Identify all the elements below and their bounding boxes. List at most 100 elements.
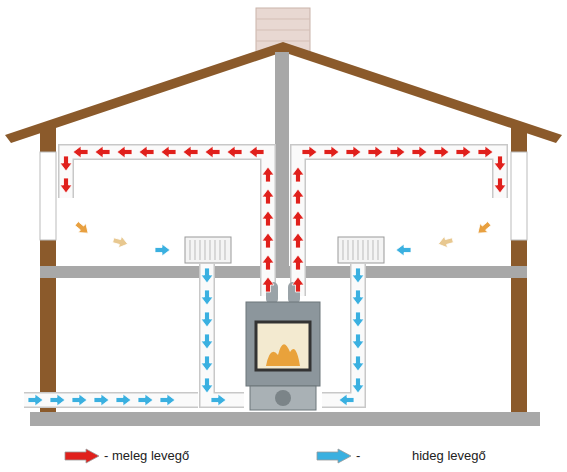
window: [511, 152, 527, 240]
flow-arrow: [352, 378, 364, 393]
air-flow-arrows: [28, 146, 506, 406]
flow-arrow: [262, 277, 274, 292]
flow-arrow: [160, 394, 175, 406]
fan-unit: [250, 386, 316, 410]
legend-arrow: [65, 449, 99, 463]
legend-label: hideg levegő: [412, 448, 486, 464]
grille-line: [215, 240, 216, 260]
flow-arrow: [262, 233, 274, 248]
flow-arrow: [205, 146, 220, 158]
duct-wall: [66, 152, 268, 296]
vent-grille: [338, 237, 384, 263]
flow-arrow: [478, 146, 493, 158]
flow-arrow: [494, 178, 506, 193]
flow-arrow: [227, 146, 242, 158]
flame: [266, 344, 300, 366]
flow-arrow: [201, 334, 213, 349]
flow-arrow: [112, 234, 130, 249]
flow-arrow: [352, 334, 364, 349]
flow-arrow: [437, 234, 455, 249]
flow-arrow: [28, 394, 43, 406]
flow-arrow: [60, 178, 72, 193]
flow-arrow: [352, 312, 364, 327]
legend-text: -: [356, 448, 360, 464]
flow-arrow: [352, 356, 364, 371]
duct-inside: [298, 152, 500, 296]
grille-lines: [190, 240, 378, 260]
grille-line: [205, 240, 206, 260]
grille-line: [368, 240, 369, 260]
flow-arrow: [262, 255, 274, 270]
duct-inside: [66, 152, 268, 296]
air-ducts: [24, 152, 500, 400]
flow-arrow: [346, 146, 361, 158]
flow-arrow: [292, 167, 304, 182]
flow-arrow: [262, 189, 274, 204]
flow-arrow: [474, 219, 493, 238]
flow-arrow: [434, 146, 449, 158]
brick-lines: [256, 19, 310, 41]
flow-arrow: [352, 268, 364, 283]
flow-arrow: [201, 268, 213, 283]
grille-line: [353, 240, 354, 260]
flow-arrow: [292, 277, 304, 292]
flow-arrow: [72, 394, 87, 406]
flow-arrow: [94, 394, 109, 406]
flow-arrow: [249, 146, 264, 158]
legend-swatch: [316, 448, 352, 464]
legend-text: - meleg levegő: [104, 448, 189, 464]
legend-swatch: [64, 448, 100, 464]
flow-arrow: [324, 146, 339, 158]
flow-arrow: [339, 394, 354, 406]
flow-arrow: [211, 394, 226, 406]
grille-line: [373, 240, 374, 260]
flow-arrow: [183, 146, 198, 158]
flow-arrow: [292, 211, 304, 226]
flow-arrow: [390, 146, 405, 158]
grille-line: [190, 240, 191, 260]
flow-arrow: [201, 378, 213, 393]
grille-line: [348, 240, 349, 260]
grille-line: [210, 240, 211, 260]
flow-arrow: [396, 244, 411, 256]
duct-inside: [207, 264, 244, 400]
flow-arrow: [117, 146, 132, 158]
flow-arrow: [352, 290, 364, 305]
flow-arrow: [201, 312, 213, 327]
flow-arrow: [161, 146, 176, 158]
flow-arrow: [50, 394, 65, 406]
flow-arrow: [302, 146, 317, 158]
flow-arrow: [155, 244, 170, 256]
fireplace: [246, 302, 320, 386]
grille-line: [200, 240, 201, 260]
fan: [275, 390, 291, 406]
window: [40, 152, 56, 240]
flow-arrow: [73, 146, 88, 158]
duct-wall: [322, 264, 358, 400]
grille-line: [363, 240, 364, 260]
legend-arrow: [317, 449, 351, 463]
flow-arrow: [60, 156, 72, 171]
grille-line: [220, 240, 221, 260]
flow-arrow: [116, 394, 131, 406]
flow-arrow: [412, 146, 427, 158]
fireplace-window: [256, 322, 310, 370]
flow-arrow: [73, 219, 92, 238]
flow-arrow: [262, 167, 274, 182]
duct-wall: [24, 392, 198, 408]
flow-arrow: [456, 146, 471, 158]
flow-arrow: [139, 146, 154, 158]
flow-arrow: [262, 211, 274, 226]
flow-arrow: [292, 233, 304, 248]
flow-arrow: [494, 156, 506, 171]
grille-line: [358, 240, 359, 260]
flow-arrow: [201, 290, 213, 305]
partition-wall: [275, 52, 289, 270]
flow-arrow: [292, 189, 304, 204]
flow-arrow: [201, 356, 213, 371]
duct-inside: [322, 264, 358, 400]
vent-grille: [185, 237, 231, 263]
floor-slab: [40, 266, 527, 278]
grille-line: [378, 240, 379, 260]
